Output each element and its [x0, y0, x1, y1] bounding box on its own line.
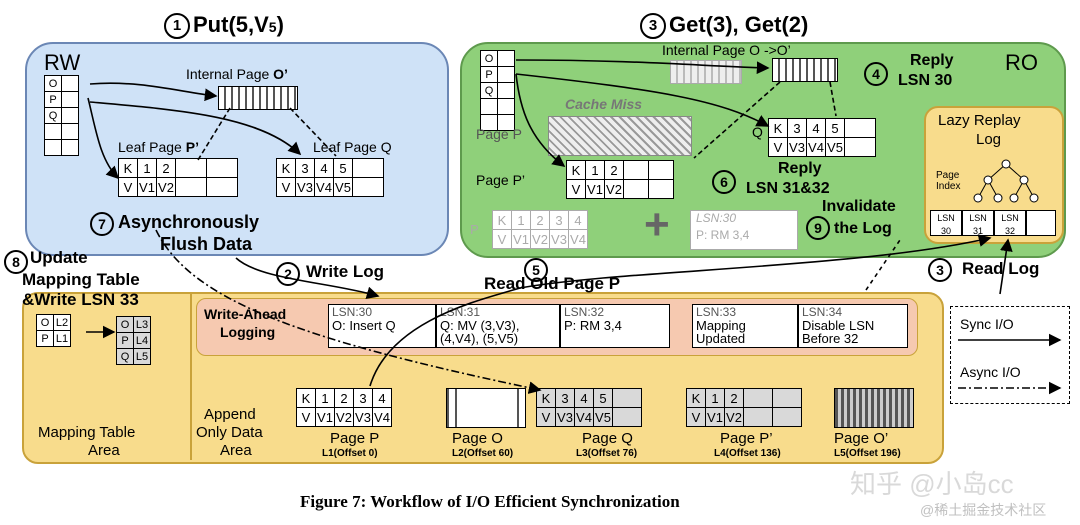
legend-sync-label: Sync I/O [960, 316, 1014, 332]
zhihu-watermark: 知乎 @小岛cc [850, 469, 1014, 499]
ro-page-p-label: Page P [476, 126, 522, 142]
disk-page-q-loc: L3(Offset 76) [576, 448, 638, 459]
invalidate-step-badge: 9 [806, 216, 830, 240]
async-flush-label-2: Flush Data [160, 234, 253, 254]
reply3132-lsn-label: LSN 31&32 [746, 180, 830, 197]
lazy-lsn-32: LSN 32 [994, 210, 1026, 236]
page-index-tree-icon [973, 159, 1039, 203]
page-index-label: Page [936, 170, 960, 181]
wal-label-2: Logging [220, 324, 276, 340]
ro-q-label: Q [752, 124, 763, 140]
async-step-badge: 7 [90, 212, 114, 236]
write-log-step-badge: 2 [276, 262, 300, 286]
lazy-replay-title: Lazy Replay [938, 112, 1021, 129]
invalidate-label: Invalidate [822, 198, 896, 215]
storage-divider [190, 292, 192, 460]
reply3132-step-badge: 6 [712, 170, 736, 194]
disk-page-o-prime-name: Page O’ [834, 430, 889, 447]
ro-new-internal-page [772, 58, 838, 82]
disk-page-o-loc: L2(Offset 60) [452, 448, 514, 459]
disk-page-p-loc: L1(Offset 0) [322, 448, 378, 459]
plus-sign: + [644, 200, 670, 249]
wal-label: Write-Ahead [204, 306, 287, 322]
disk-page-o-name: Page O [452, 430, 503, 447]
append-area-label-3: Area [220, 442, 252, 459]
reply30-step-badge: 4 [864, 62, 888, 86]
disk-page-o-prime [834, 388, 914, 428]
update-step-badge: 8 [4, 250, 28, 274]
reply30-lsn-label: LSN 30 [898, 72, 953, 89]
ro-old-internal-page [670, 60, 742, 84]
write-log-label: Write Log [306, 262, 385, 281]
disk-page-o [446, 388, 526, 428]
cache-miss-label: Cache Miss [565, 96, 643, 112]
rw-index-table: O​ P​ Q​ ​​ ​​ [44, 75, 79, 156]
disk-page-o-prime-loc: L5(Offset 196) [834, 448, 901, 459]
rw-internal-page [218, 86, 298, 110]
reply3132-label: Reply [778, 160, 822, 177]
disk-page-q-name: Page Q [582, 430, 633, 447]
update-label-3: &Write LSN 33 [22, 290, 139, 309]
ro-ghost-lsn: LSN:30 [696, 211, 737, 225]
read-log-label: Read Log [962, 259, 1040, 278]
append-area-label-2: Only Data [196, 424, 263, 441]
disk-page-p-prime-name: Page P’ [720, 430, 773, 447]
update-label: Update [30, 248, 88, 267]
put-title: Put(5,V5) [193, 12, 284, 37]
put-step-badge: 1 [164, 13, 190, 39]
get-step-badge: 3 [640, 13, 666, 39]
page-index-label-2: Index [936, 181, 961, 192]
invalidate-label-2: the Log [834, 220, 892, 237]
disk-page-p-name: Page P [330, 430, 380, 447]
legend-async-label: Async I/O [960, 364, 1021, 380]
lazy-replay-title-2: Log [976, 131, 1002, 148]
ro-page-p-prime-label: Page P’ [476, 172, 526, 188]
update-label-2: Mapping Table [22, 270, 140, 289]
lazy-lsn-31: LSN 31 [962, 210, 994, 236]
rw-label: RW [44, 50, 81, 75]
append-area-label: Append [204, 406, 256, 423]
ro-index-table: O​ P​ Q​ ​​ ​​ [480, 50, 515, 131]
mapping-area-label-2: Area [88, 442, 120, 459]
ro-internal-page-label: Internal Page O ->O’ [662, 42, 791, 58]
ro-ghost-rm: P: RM 3,4 [696, 228, 750, 242]
leaf-page-q-label: Leaf Page Q [313, 139, 392, 155]
rw-internal-page-label: Internal Page O’ [186, 66, 288, 82]
leaf-page-p-label: Leaf Page P’ [118, 139, 199, 155]
async-flush-label: Asynchronously [118, 212, 260, 232]
reply30-label: Reply [910, 52, 954, 69]
lazy-lsn-30: LSN 30 [930, 210, 962, 236]
figure-caption: Figure 7: Workflow of I/O Efficient Sync… [300, 492, 680, 511]
disk-page-p-prime-loc: L4(Offset 136) [714, 448, 781, 459]
ro-cached-page-p-stale [548, 116, 692, 156]
read-old-label: Read Old Page P [484, 274, 621, 293]
juejin-watermark: @稀土掘金技术社区 [920, 502, 1047, 518]
read-log-step-badge: 3 [928, 258, 952, 282]
ghost-p-label: P [470, 222, 479, 237]
ro-label: RO [1005, 50, 1038, 75]
lazy-lsn-empty [1026, 210, 1056, 236]
mapping-area-label: Mapping Table [38, 424, 136, 441]
get-title: Get(3), Get(2) [669, 12, 809, 37]
